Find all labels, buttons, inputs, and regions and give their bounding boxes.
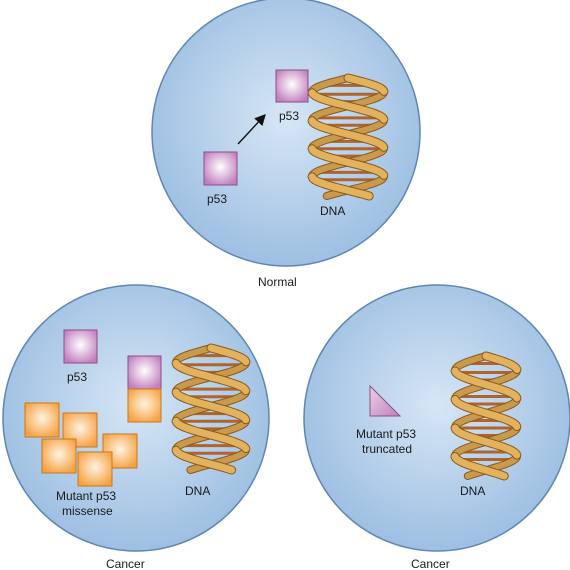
truncated-dna-label: DNA xyxy=(460,484,485,498)
mutant-p53-square xyxy=(24,402,60,438)
dna-strand xyxy=(308,74,388,200)
missense-caption: Cancer xyxy=(106,557,145,570)
normal-p53-bound xyxy=(275,69,309,103)
missense-p53-on-dna xyxy=(127,355,162,390)
missense-mutant-label-line1: Mutant p53 xyxy=(56,489,116,503)
missense-p53-wildtype xyxy=(63,329,98,364)
normal-cell-panel: p53 p53 DNA Normal xyxy=(151,0,421,289)
normal-caption: Normal xyxy=(258,275,297,289)
truncated-cell xyxy=(303,284,570,552)
dna-strand xyxy=(172,344,250,474)
normal-p53-free xyxy=(203,151,238,186)
mutant-p53-square xyxy=(41,438,77,474)
normal-p53-free-label: p53 xyxy=(207,192,227,206)
truncated-mutant-label-line1: Mutant p53 xyxy=(356,427,416,441)
mutant-p53-on-dna xyxy=(127,388,162,423)
truncated-caption: Cancer xyxy=(411,557,450,570)
missense-dna-helix xyxy=(171,343,251,475)
binding-arrow xyxy=(237,113,266,145)
missense-dna-label: DNA xyxy=(185,484,210,498)
dna-strand xyxy=(451,367,521,459)
truncated-mutant-label-line2: truncated xyxy=(362,442,412,456)
dna-strand xyxy=(172,359,250,453)
normal-p53-bound-label: p53 xyxy=(279,109,299,123)
missense-mutant-label-line2: missense xyxy=(62,504,113,518)
truncated-cell-panel: Mutant p53 truncated DNA Cancer xyxy=(303,284,570,570)
missense-cell-panel: p53 Mutant p53 missense DNA Cancer xyxy=(2,284,270,570)
normal-dna-label: DNA xyxy=(320,204,345,218)
truncated-dna-helix xyxy=(450,351,522,481)
missense-p53-label: p53 xyxy=(67,370,87,384)
dna-strand xyxy=(308,89,388,179)
mutant-p53-square xyxy=(77,451,113,487)
normal-dna-helix xyxy=(307,73,389,201)
normal-cell xyxy=(151,0,421,267)
mutant-p53-truncated xyxy=(369,384,402,417)
dna-strand xyxy=(451,352,521,480)
